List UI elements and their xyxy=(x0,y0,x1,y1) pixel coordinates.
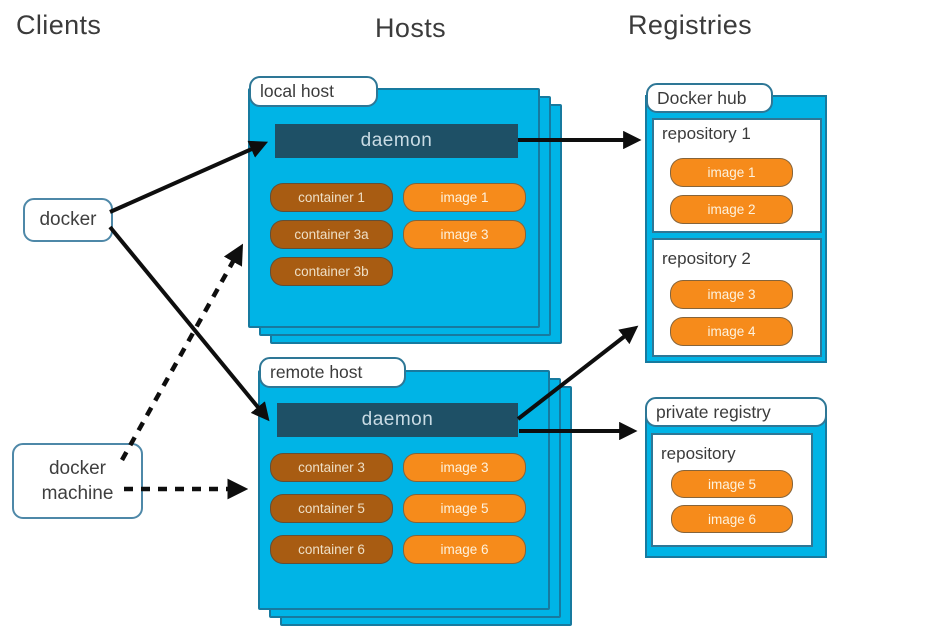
image-pill: image 5 xyxy=(671,470,793,498)
image-pill: image 3 xyxy=(670,280,793,309)
image-pill: image 1 xyxy=(403,183,526,212)
repository-2-label: repository 2 xyxy=(662,249,751,268)
image-pill: image 6 xyxy=(403,535,526,564)
container-pill: container 5 xyxy=(270,494,393,523)
docker-client-box: docker xyxy=(23,198,113,242)
registries-column-header: Registries xyxy=(628,10,753,40)
docker-hub-label: Docker hub xyxy=(646,83,773,113)
container-pill: container 6 xyxy=(270,535,393,564)
local-host-label: local host xyxy=(249,76,378,107)
image-pill: image 5 xyxy=(403,494,526,523)
arrow-docker-to-local-daemon xyxy=(109,140,269,214)
remote-host-label: remote host xyxy=(259,357,406,388)
arrow-docker-to-remote-daemon xyxy=(108,225,270,422)
repository-1-label: repository 1 xyxy=(662,124,751,143)
local-daemon-bar: daemon xyxy=(275,124,518,158)
container-pill: container 3a xyxy=(270,220,393,249)
image-pill: image 3 xyxy=(403,220,526,249)
hosts-column-header: Hosts xyxy=(375,13,447,43)
repository-label: repository xyxy=(661,444,736,463)
image-pill: image 4 xyxy=(670,317,793,346)
image-pill: image 6 xyxy=(671,505,793,533)
image-pill: image 1 xyxy=(670,158,793,187)
remote-daemon-bar: daemon xyxy=(277,403,518,437)
private-registry-label: private registry xyxy=(645,397,827,427)
image-pill: image 3 xyxy=(403,453,526,482)
container-pill: container 3b xyxy=(270,257,393,286)
docker-machine-client-box: docker machine xyxy=(12,443,143,519)
clients-column-header: Clients xyxy=(16,10,102,40)
container-pill: container 3 xyxy=(270,453,393,482)
container-pill: container 1 xyxy=(270,183,393,212)
arrow-docker-machine-to-local-host-dashed xyxy=(120,243,244,462)
image-pill: image 2 xyxy=(670,195,793,224)
